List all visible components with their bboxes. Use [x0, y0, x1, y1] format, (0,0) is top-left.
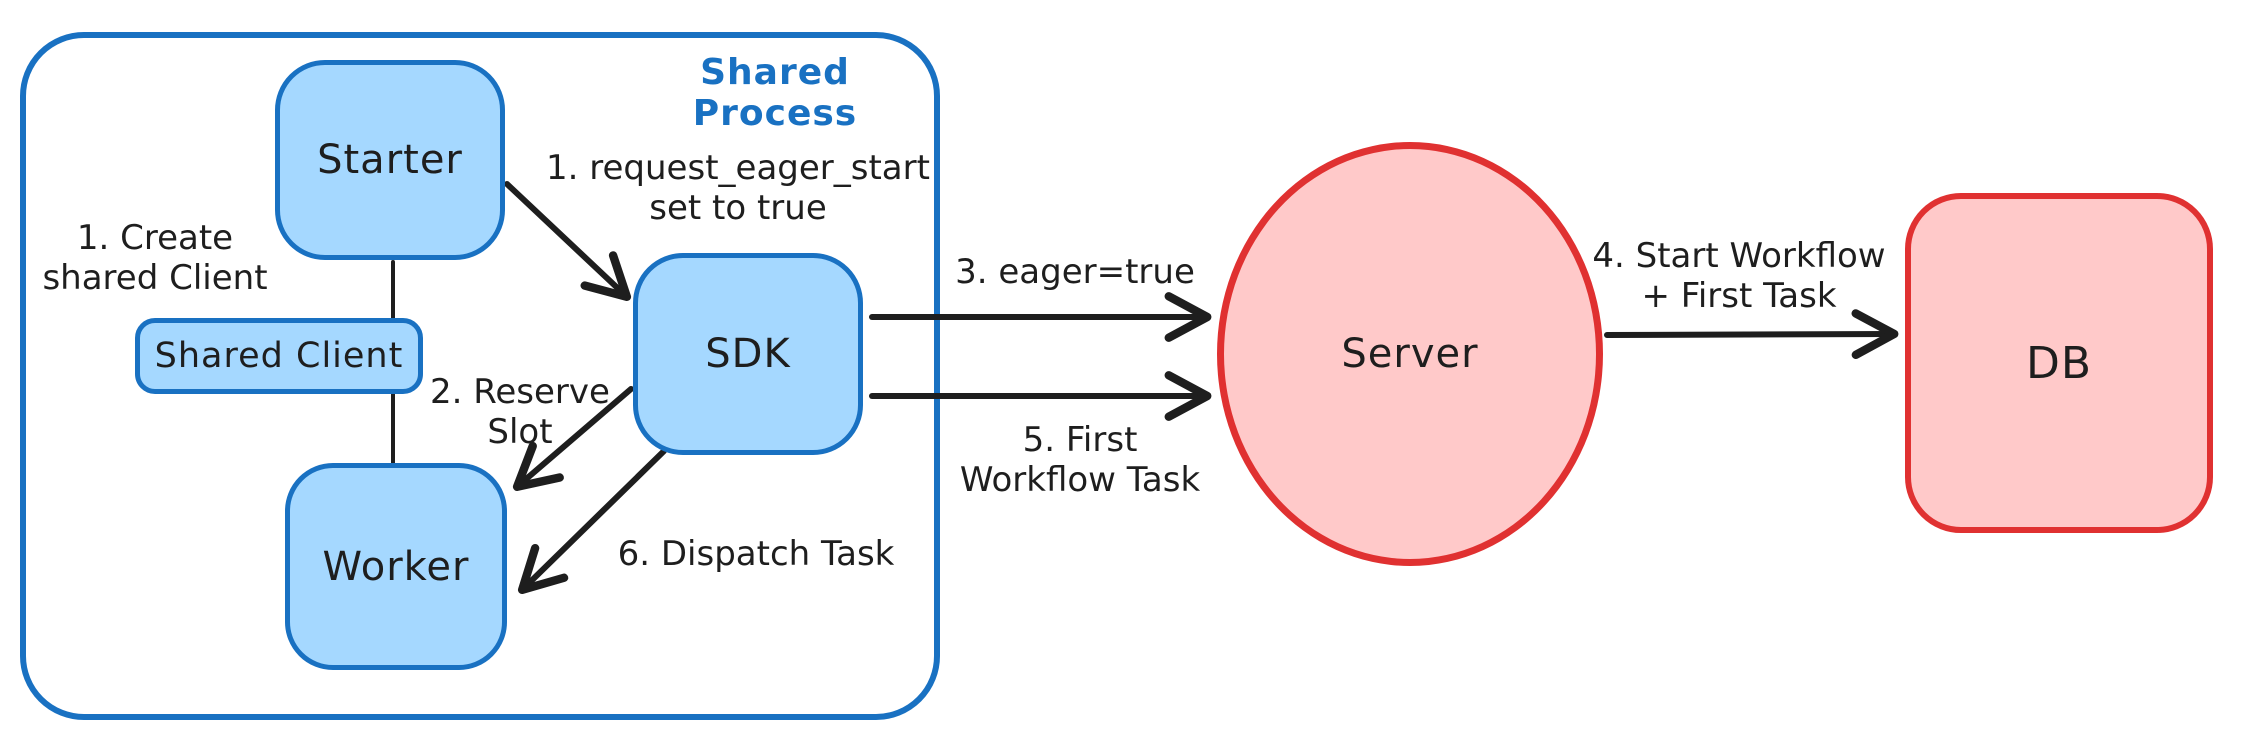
worker-label: Worker	[322, 543, 470, 590]
annotation-line: set to true	[649, 188, 827, 228]
annotation-line: 1. request_eager_start	[546, 148, 930, 188]
annotation-reserve-slot: 2. Reserve Slot	[420, 372, 620, 452]
annotation-line: shared Client	[42, 258, 268, 298]
annotation-line: 4. Start Workflow	[1592, 236, 1886, 276]
arrow-reserve-slot	[512, 386, 634, 491]
annotation-eager-true: 3. eager=true	[950, 252, 1200, 292]
sdk-label: SDK	[705, 331, 791, 377]
annotation-line: 6. Dispatch Task	[617, 534, 895, 574]
server-label: Server	[1341, 331, 1479, 377]
annotation-start-workflow: 4. Start Workflow + First Task	[1588, 236, 1890, 316]
sdk-node: SDK	[633, 253, 863, 455]
annotation-dispatch-task: 6. Dispatch Task	[608, 534, 904, 574]
annotation-line: 5. First	[1022, 420, 1138, 460]
annotation-line: Workflow Task	[959, 460, 1201, 500]
arrow-start-workflow	[1604, 309, 1899, 360]
annotation-line: 1. Create	[76, 218, 234, 258]
annotation-request-eager-start: 1. request_eager_start set to true	[538, 148, 938, 228]
shared-process-label: Shared Process	[692, 52, 858, 134]
arrow-dispatch-task	[517, 448, 667, 595]
annotation-create-shared-client: 1. Create shared Client	[30, 218, 280, 298]
db-node: DB	[1905, 193, 2213, 533]
arrow-request-eager-start	[504, 181, 632, 302]
worker-node: Worker	[285, 463, 507, 670]
annotation-line: 2. Reserve	[430, 372, 610, 412]
annotation-line: + First Task	[1641, 276, 1837, 316]
starter-node: Starter	[275, 60, 505, 260]
shared-client-node: Shared Client	[135, 318, 423, 394]
annotation-line: 3. eager=true	[955, 252, 1195, 292]
db-label: DB	[2025, 337, 2093, 389]
shared-client-label: Shared Client	[154, 336, 404, 376]
shared-process-container	[20, 32, 940, 720]
annotation-line: Slot	[487, 412, 553, 452]
annotation-first-workflow-task: 5. First Workflow Task	[942, 420, 1218, 500]
server-node: Server	[1217, 142, 1603, 566]
starter-label: Starter	[317, 137, 463, 183]
